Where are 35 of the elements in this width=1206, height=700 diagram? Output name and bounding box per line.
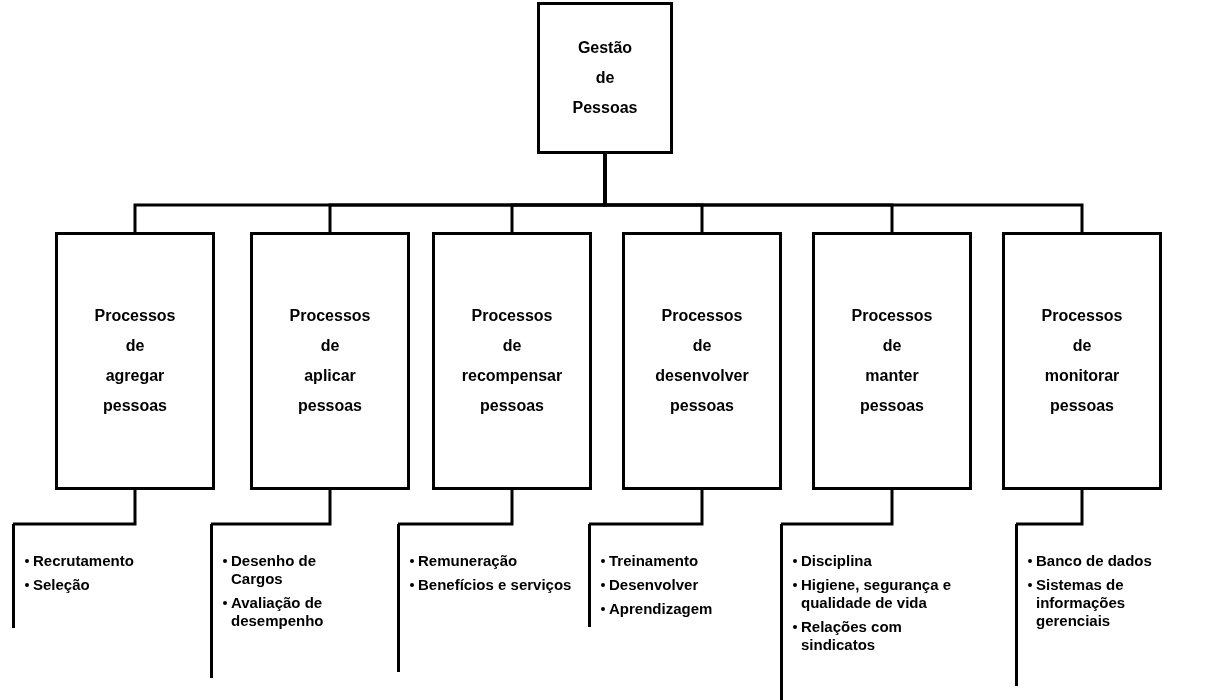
process-box <box>622 232 782 490</box>
list-item: Seleção <box>33 576 90 594</box>
connector-line <box>13 490 137 526</box>
bullet-list <box>397 524 572 672</box>
list-item: Disciplina <box>801 552 872 570</box>
process-box <box>537 2 673 154</box>
connector-line <box>781 490 894 526</box>
list-item: Sistemas de informações gerenciais <box>1036 576 1127 630</box>
box-title: Processos de monitorar pessoas <box>1040 306 1124 416</box>
process-box <box>55 232 215 490</box>
process-box <box>432 232 592 490</box>
connector-line <box>1016 490 1084 526</box>
list-item: Aprendizagem <box>609 600 713 618</box>
list-item: Desenvolver <box>609 576 699 594</box>
list-item: Relações com sindicatos <box>801 618 903 654</box>
process-box <box>250 232 410 490</box>
list-item: Banco de dados <box>1036 552 1152 570</box>
box-title: Processos de manter pessoas <box>850 306 934 416</box>
box-title: Processos de desenvolver pessoas <box>654 306 750 416</box>
box-title: Processos de agregar pessoas <box>93 306 177 416</box>
list-item: Recrutamento <box>33 552 134 570</box>
list-item: Treinamento <box>609 552 699 570</box>
box-title: Processos de recompensar pessoas <box>460 306 564 416</box>
list-item: Benefícios e serviços <box>418 576 572 594</box>
process-box <box>1002 232 1162 490</box>
box-title: Processos de aplicar pessoas <box>288 306 372 416</box>
connector-line <box>589 490 704 526</box>
list-item: Desenho de Cargos <box>231 552 318 588</box>
list-item: Remuneração <box>418 552 518 570</box>
connector-line <box>398 490 514 526</box>
process-box <box>812 232 972 490</box>
connector-line <box>211 490 332 526</box>
list-item: Avaliação de desempenho <box>231 594 325 630</box>
box-title: Gestão de Pessoas <box>571 38 639 118</box>
list-item: Higiene, segurança e qualidade de vida <box>801 576 953 612</box>
